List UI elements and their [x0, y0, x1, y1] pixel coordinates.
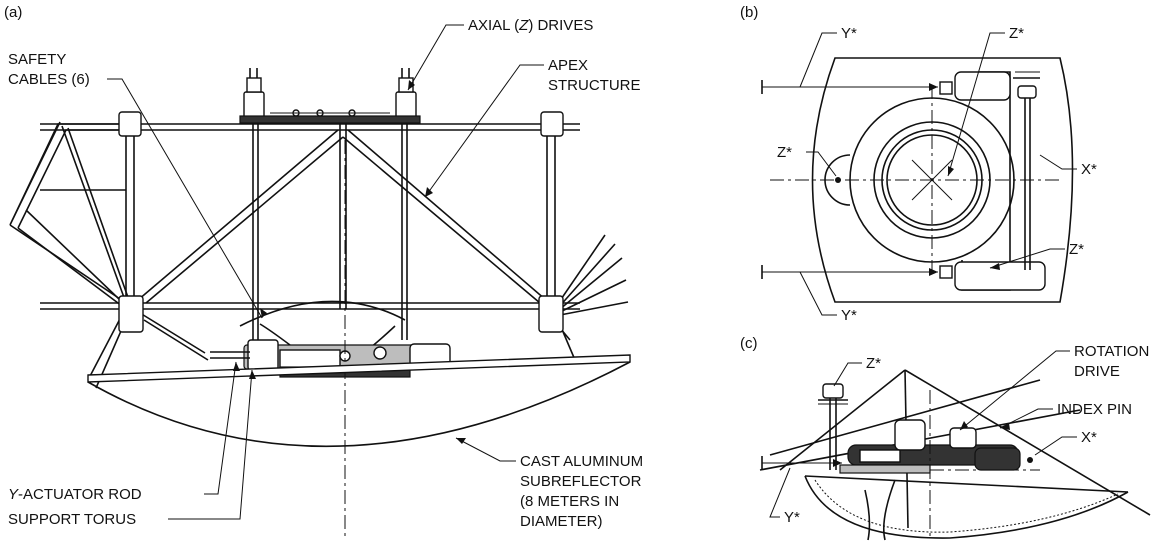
panel-a-tag: (a): [4, 4, 22, 21]
label-subreflector-line3: (8 METERS IN: [520, 493, 619, 510]
label-subreflector-line2: SUBREFLECTOR: [520, 473, 642, 490]
label-support-torus: SUPPORT TORUS: [8, 511, 136, 528]
panel-c-labels: Z* ROTATION DRIVE INDEX PIN X* Y*: [769, 343, 1149, 526]
label-subreflector-line4: DIAMETER): [520, 513, 603, 530]
panel-b-tag: (b): [740, 4, 758, 21]
label-b-y-top: Y*: [841, 25, 857, 42]
label-c-index-pin: INDEX PIN: [1057, 401, 1132, 418]
label-b-z-left: Z*: [777, 144, 792, 161]
label-c-x: X*: [1081, 429, 1097, 446]
panel-c-tag: (c): [740, 335, 758, 352]
label-b-z-top: Z*: [1009, 25, 1024, 42]
panel-b-labels: Y* Z* Z* X* Z* Y*: [777, 25, 1097, 324]
panel-b: (b): [740, 4, 1074, 303]
label-safety-cables-line1: SAFETY: [8, 51, 66, 68]
label-subreflector-line1: CAST ALUMINUM: [520, 453, 643, 470]
label-c-rotation-line2: DRIVE: [1074, 363, 1120, 380]
label-axial-drives: AXIAL (Z) DRIVES: [468, 17, 593, 34]
label-apex-line2: STRUCTURE: [548, 77, 641, 94]
label-apex-line1: APEX: [548, 57, 588, 74]
label-c-rotation-line1: ROTATION: [1074, 343, 1149, 360]
label-y-actuator-rod: Y-ACTUATOR ROD: [8, 486, 142, 503]
arrowhead: [260, 308, 267, 318]
panel-a-labels: SAFETY CABLES (6) AXIAL (Z) DRIVES APEX …: [8, 17, 643, 530]
panel-c: (c): [740, 335, 1151, 541]
label-b-x-right: X*: [1081, 161, 1097, 178]
label-c-z: Z*: [866, 355, 881, 372]
panel-a: (a): [4, 4, 631, 540]
label-safety-cables-line2: CABLES (6): [8, 71, 90, 88]
label-b-y-bottom: Y*: [841, 307, 857, 324]
label-b-z-bottom: Z*: [1069, 241, 1084, 258]
label-c-y: Y*: [784, 509, 800, 526]
